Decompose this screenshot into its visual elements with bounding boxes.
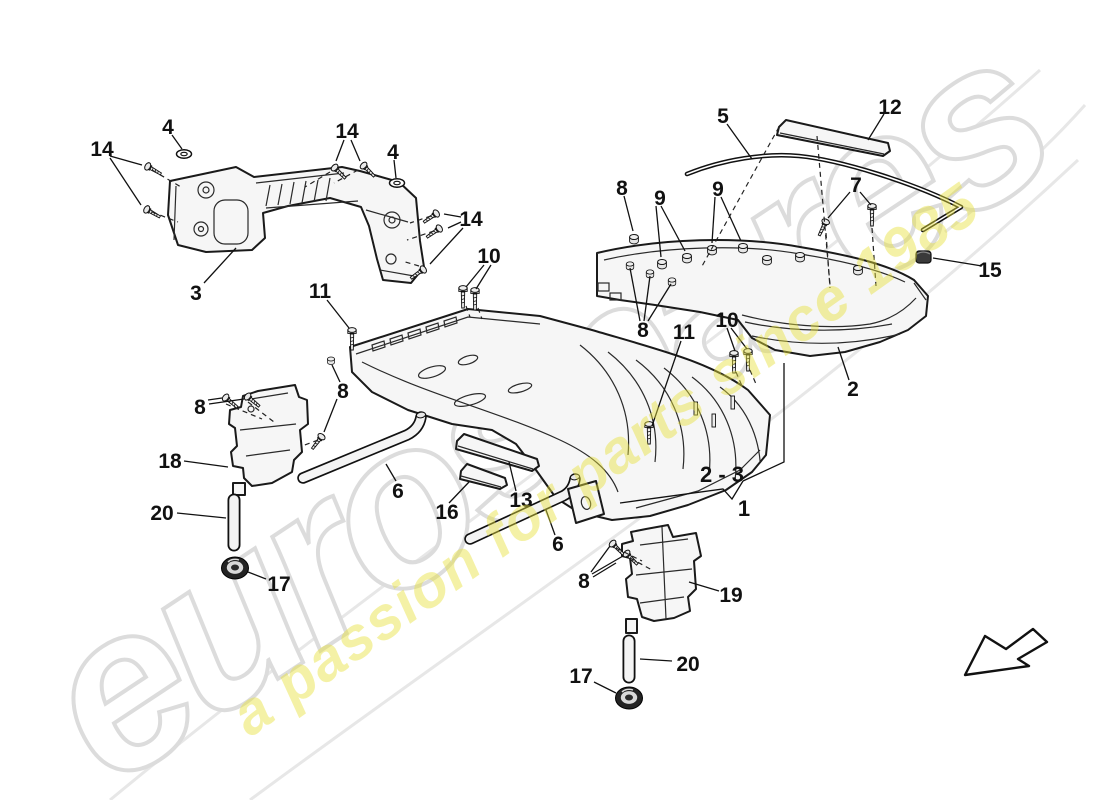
callout-20-a: 20 (150, 502, 173, 525)
callout-14-c: 14 (459, 208, 483, 231)
callout-8-d: 8 (194, 396, 206, 419)
callout-14-b: 14 (335, 120, 359, 143)
callout-4-a: 4 (162, 116, 174, 139)
callout-labels: 4 14 14 4 14 3 5 12 8 9 9 7 15 2 10 11 8… (90, 96, 1002, 688)
callout-6-a: 6 (392, 480, 404, 503)
callout-13: 13 (509, 489, 532, 512)
part-13-strip (455, 433, 540, 472)
callout-11-b: 11 (673, 321, 696, 344)
callout-11-a: 11 (309, 280, 332, 303)
part-2-storage-box (596, 239, 929, 357)
part-18-side-bracket (228, 384, 309, 496)
callout-10-b: 10 (715, 309, 738, 332)
callout-9-a: 9 (654, 187, 666, 210)
part-17-grommet-lower (614, 686, 644, 710)
leader-lines (109, 113, 983, 694)
tray-ribs (361, 344, 762, 509)
assembly-label-1: 1 (738, 496, 750, 521)
washer-icon (388, 178, 406, 188)
screw-icon (424, 223, 445, 241)
callout-6-b: 6 (552, 533, 564, 556)
callout-8-c: 8 (637, 319, 649, 342)
callout-19: 19 (719, 584, 742, 607)
nut-icon (657, 259, 667, 270)
direction-arrow-icon (963, 627, 1049, 677)
part-12-strip (776, 119, 891, 157)
callout-14-a: 14 (90, 138, 114, 161)
callout-5: 5 (717, 105, 729, 128)
group-label-2-3: 2 - 3 (700, 462, 744, 487)
nut-icon (762, 255, 772, 266)
part-3-support-bracket (167, 166, 425, 284)
callout-2: 2 (847, 378, 859, 401)
callout-9-b: 9 (712, 178, 724, 201)
nut-icon (682, 253, 692, 264)
part-16-strip (459, 463, 508, 490)
part-19-side-bracket (621, 524, 702, 634)
part-5-seal-strip (684, 152, 964, 233)
washer-icon (175, 149, 193, 159)
assembly-group-bracket (619, 363, 785, 504)
callout-16: 16 (435, 501, 458, 524)
nut-icon (629, 234, 639, 245)
part-6-drain-tube-upper (297, 411, 427, 484)
callout-7: 7 (850, 174, 862, 197)
flange-slots (371, 316, 458, 352)
callout-10-a: 10 (477, 245, 500, 268)
part-1-top-tray (349, 308, 771, 521)
callout-20-b: 20 (676, 653, 699, 676)
nut-icon (795, 252, 805, 263)
screw-icon (421, 208, 442, 226)
callout-8-e: 8 (578, 570, 590, 593)
callout-15: 15 (978, 259, 1002, 282)
callout-8-a: 8 (616, 177, 628, 200)
callout-17-b: 17 (569, 665, 592, 688)
rail-hatching (265, 177, 331, 207)
tray-slots (417, 354, 533, 407)
callout-3: 3 (190, 282, 202, 305)
mount-studs (693, 395, 735, 428)
callout-17-a: 17 (267, 573, 290, 596)
nut-icon (667, 277, 677, 287)
nut-icon (327, 356, 335, 365)
callout-12: 12 (878, 96, 901, 119)
part-17-grommet-left (220, 556, 250, 580)
callout-8-b: 8 (337, 380, 349, 403)
dashed-assembly-lines (151, 126, 877, 571)
part-6-drain-tube-lower (464, 473, 605, 545)
nut-icon (738, 243, 748, 254)
callout-4-b: 4 (387, 141, 399, 164)
callout-18: 18 (158, 450, 182, 473)
part-15-cap (915, 250, 932, 264)
